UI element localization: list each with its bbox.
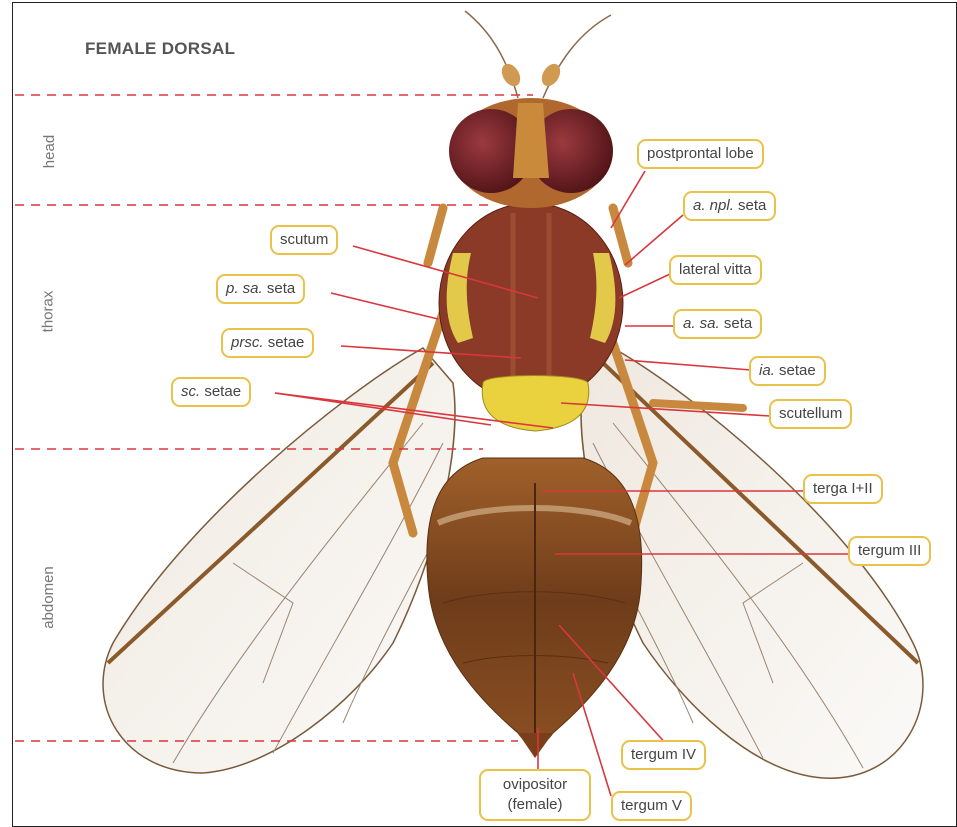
label-tergum-5: tergum V xyxy=(611,791,692,821)
label-lateral-vitta: lateral vitta xyxy=(669,255,762,285)
label-terga-1-2: terga I+II xyxy=(803,474,883,504)
label-tergum-3: tergum III xyxy=(848,536,931,566)
label-scutum: scutum xyxy=(270,225,338,255)
label-sc-setae: sc. setae xyxy=(171,377,251,407)
diagram-frame: FEMALE DORSAL head thorax abdomen postpr… xyxy=(12,2,957,827)
label-ia-setae: ia. setae xyxy=(749,356,826,386)
label-a-sa-seta: a. sa. seta xyxy=(673,309,762,339)
label-p-sa-seta: p. sa. seta xyxy=(216,274,305,304)
region-label-thorax: thorax xyxy=(39,291,56,333)
region-label-abdomen: abdomen xyxy=(40,566,57,629)
diagram-title: FEMALE DORSAL xyxy=(85,39,235,59)
label-a-npl-seta: a. npl. seta xyxy=(683,191,776,221)
label-ovipositor: ovipositor (female) xyxy=(479,769,591,821)
label-postpronotal-lobe: postprontal lobe xyxy=(637,139,764,169)
label-tergum-4: tergum IV xyxy=(621,740,706,770)
label-scutellum: scutellum xyxy=(769,399,852,429)
label-prsc-setae: prsc. setae xyxy=(221,328,314,358)
region-label-head: head xyxy=(41,135,58,168)
